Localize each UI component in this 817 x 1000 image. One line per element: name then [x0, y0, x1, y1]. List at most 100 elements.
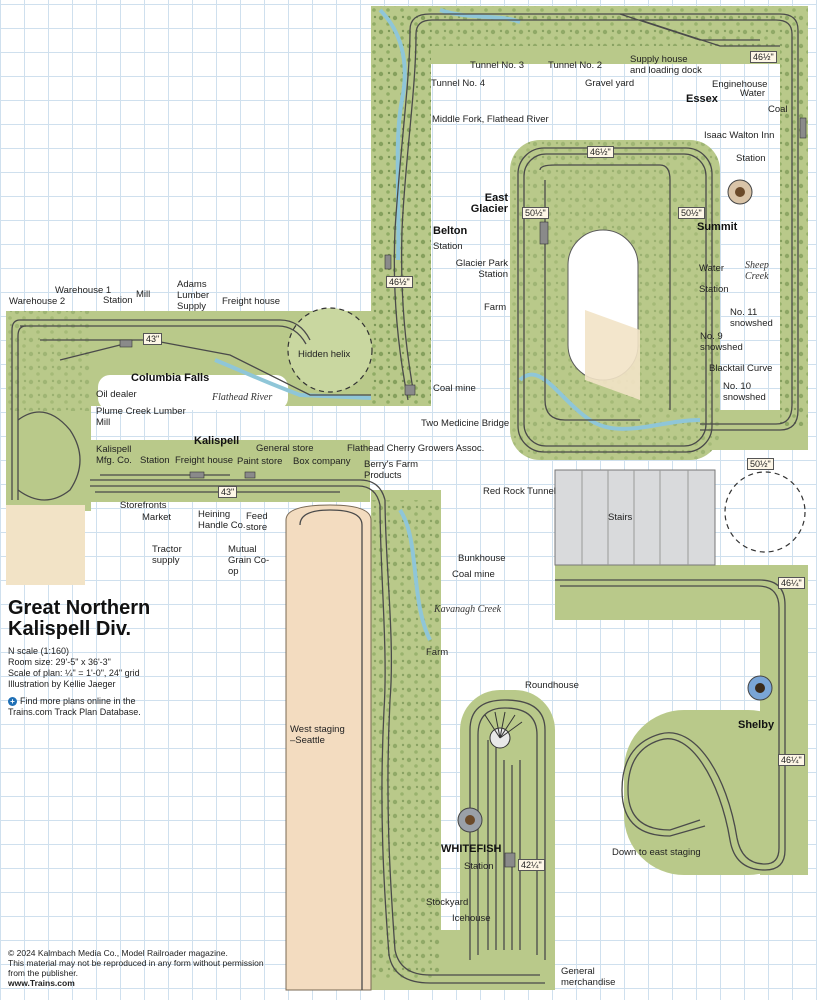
label-kavanagh-creek: Kavanagh Creek — [434, 604, 502, 615]
label-mill: Mill — [136, 289, 151, 300]
spec-room-size: Room size: 29'-5" x 36'-3" — [8, 657, 111, 667]
label-tunnel-4: Tunnel No. 4 — [431, 78, 486, 89]
plan-title: Great Northern Kalispell Div. — [8, 598, 150, 640]
town-columbia-falls: Columbia Falls — [131, 372, 210, 384]
label-station-summit: Station — [699, 284, 729, 295]
dimension-glacier-top: 46½" — [587, 146, 614, 158]
label-flathead-river: Flathead River — [212, 392, 273, 403]
copyright-notice: This material may not be reproduced in a… — [8, 958, 264, 978]
label-coal-essex: Coal — [768, 104, 788, 115]
label-storefronts: Storefronts — [120, 500, 167, 511]
label-station-essex: Station — [736, 153, 766, 164]
label-icehouse: Icehouse — [452, 913, 491, 924]
label-water-summit: Water — [699, 263, 724, 274]
benchwork — [6, 6, 808, 990]
plan-specs: N scale (1:160) Room size: 29'-5" x 36'-… — [8, 646, 140, 690]
label-farm-east: Farm — [484, 302, 507, 313]
website-link[interactable]: www.Trains.com — [8, 978, 75, 988]
label-general-merchandise: General merchandise — [561, 966, 616, 988]
label-supply-house: Supply house and loading dock — [630, 54, 702, 76]
label-box-company: Box company — [293, 456, 351, 467]
label-gravel-yard: Gravel yard — [585, 78, 635, 89]
town-shelby: Shelby — [738, 719, 775, 731]
label-west-staging: West staging –Seattle — [290, 724, 345, 746]
title-line-2: Kalispell Div. — [8, 618, 132, 640]
label-no9-snowshed: No. 9 snowshed — [700, 331, 743, 353]
plus-icon: + — [8, 697, 17, 706]
label-tunnel-3: Tunnel No. 3 — [470, 60, 525, 71]
spec-scale: N scale (1:160) — [8, 646, 70, 656]
label-sheep-creek: Sheep Creek — [745, 260, 769, 282]
label-enginehouse: Enginehouse — [712, 79, 768, 90]
spec-plan-scale: Scale of plan: ¼" = 1'-0", 24" grid — [8, 668, 140, 678]
track-lines — [11, 13, 799, 990]
label-water-essex: Water — [740, 88, 765, 99]
more-plans-note[interactable]: +Find more plans online in the Trains.co… — [8, 696, 148, 718]
label-freight-house-cf: Freight house — [222, 296, 281, 307]
aisles — [6, 229, 640, 991]
label-glacier-park-station: Glacier Park Station — [455, 258, 508, 280]
label-flathead-cherry: Flathead Cherry Growers Assoc. — [347, 443, 485, 454]
structures — [119, 117, 807, 868]
stairs-block — [554, 469, 716, 566]
dimension-whitefish: 42¼" — [518, 859, 545, 871]
label-bunkhouse: Bunkhouse — [458, 553, 506, 564]
label-warehouse-1: Warehouse 1 — [55, 285, 112, 296]
label-coal-mine-belton: Coal mine — [433, 383, 476, 394]
label-stairs: Stairs — [608, 512, 633, 523]
dimension-belton: 46½" — [386, 276, 413, 288]
label-no10-snowshed: No. 10 snowshed — [723, 381, 766, 403]
label-middle-fork: Middle Fork, Flathead River — [432, 114, 549, 125]
label-roundhouse: Roundhouse — [525, 680, 579, 691]
label-red-rock-tunnel: Red Rock Tunnel — [483, 486, 556, 497]
town-summit: Summit — [697, 221, 738, 233]
label-station-kal: Station — [140, 455, 170, 466]
label-two-medicine-bridge: Two Medicine Bridge — [421, 418, 510, 429]
label-general-store: General store — [256, 443, 314, 454]
dimension-red-rock: 50½" — [747, 458, 774, 470]
label-adams-lumber: Adams Lumber Supply — [177, 279, 210, 312]
label-hidden-helix: Hidden helix — [298, 349, 351, 360]
label-warehouse-2: Warehouse 2 — [9, 296, 66, 307]
label-blacktail-curve: Blacktail Curve — [709, 363, 773, 374]
label-mutual-grain: Mutual Grain Co-op — [228, 544, 270, 577]
town-east-glacier: East Glacier — [470, 192, 508, 215]
label-isaac-walton: Isaac Walton Inn — [704, 130, 775, 141]
dimension-kalispell: 43" — [218, 486, 238, 498]
label-farm-wf: Farm — [426, 647, 449, 658]
spec-illustrator: Illustration by Kellie Jaeger — [8, 679, 116, 689]
label-berrys-farm: Berry's Farm Products — [364, 459, 419, 481]
operator-figures — [457, 179, 773, 833]
label-coal-mine-wf: Coal mine — [452, 569, 495, 580]
label-heining-handle: Heining Handle Co. — [198, 509, 246, 531]
label-kalispell-mfg: Kalispell Mfg. Co. — [96, 444, 132, 466]
title-line-1: Great Northern — [8, 597, 151, 619]
label-market: Market — [142, 512, 172, 523]
label-stockyard: Stockyard — [426, 897, 469, 908]
dimension-shelby-top: 46¼" — [778, 577, 805, 589]
label-down-east-staging: Down to east staging — [612, 847, 701, 858]
label-paint-store: Paint store — [237, 456, 283, 467]
town-whitefish: WHITEFISH — [441, 843, 502, 855]
label-plume-creek: Plume Creek Lumber Mill — [96, 406, 186, 428]
label-freight-house-kal: Freight house — [175, 455, 234, 466]
label-station-wf: Station — [464, 861, 494, 872]
town-essex: Essex — [686, 93, 718, 105]
dimension-east-glacier: 50½" — [522, 207, 549, 219]
dimension-columbia-falls: 43" — [143, 333, 163, 345]
turntable — [484, 711, 523, 749]
label-oil-dealer: Oil dealer — [96, 389, 137, 400]
dimension-summit: 50½" — [678, 207, 705, 219]
label-no11-snowshed: No. 11 snowshed — [730, 307, 773, 329]
label-feed-store: Feed store — [246, 511, 268, 533]
town-kalispell: Kalispell — [194, 435, 240, 447]
helix — [287, 307, 806, 553]
town-belton: Belton — [433, 225, 468, 237]
label-belton-station: Station — [433, 241, 463, 252]
label-tractor-supply: Tractor supply — [152, 544, 182, 566]
more-plans-text: Find more plans online in the Trains.com… — [8, 696, 141, 717]
dimension-shelby-bottom: 46¼" — [778, 754, 805, 766]
dimension-essex: 46½" — [750, 51, 777, 63]
label-tunnel-2: Tunnel No. 2 — [548, 60, 603, 71]
